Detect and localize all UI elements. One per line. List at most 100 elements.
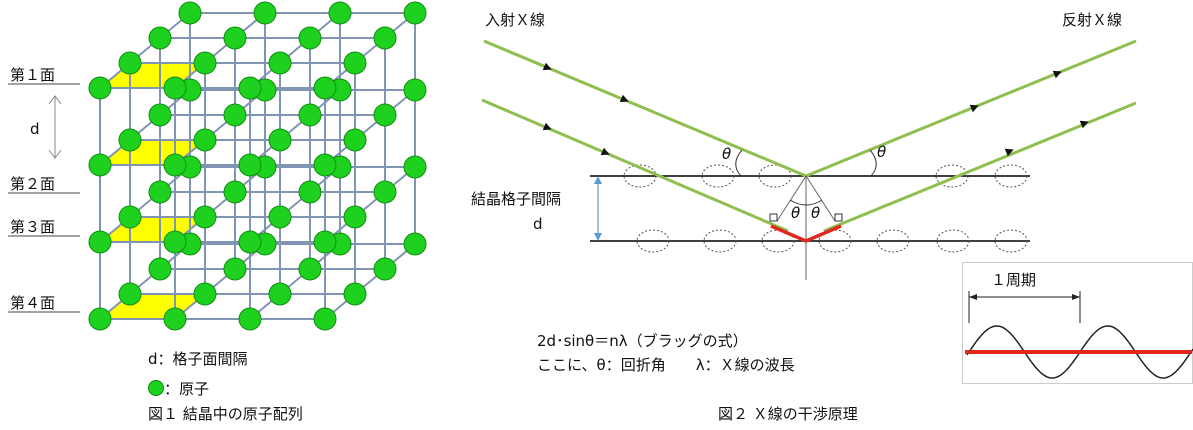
atom	[148, 103, 172, 127]
incident-xray-label: 入射Ｘ線	[485, 11, 546, 29]
legend-atom-text: ：原子	[164, 380, 210, 398]
perpendicular-left	[776, 175, 807, 222]
legend-spacing: d：格子面間隔	[148, 350, 248, 368]
atom	[298, 180, 322, 204]
theta-arc-right	[869, 149, 877, 177]
atom	[88, 153, 112, 177]
spacing-symbol-fig2: d	[533, 215, 543, 233]
atom	[163, 230, 187, 254]
atom	[223, 26, 247, 50]
atom	[148, 26, 172, 50]
ray-arrowhead	[542, 122, 552, 131]
crystal-lattice-diagram	[8, 1, 427, 331]
ray-arrowhead	[1052, 70, 1062, 79]
atom	[238, 153, 262, 177]
atom-site	[761, 229, 795, 253]
atom	[373, 103, 397, 127]
d-arrow-head-up	[594, 176, 602, 184]
atom-site	[818, 229, 852, 253]
atom	[193, 205, 217, 229]
atom-site	[936, 229, 970, 253]
atom	[298, 257, 322, 281]
atom	[163, 307, 187, 331]
theta-center-right-label: θ	[811, 204, 821, 222]
atom-site	[703, 229, 737, 253]
plane-3-label: 第３面	[10, 218, 56, 236]
figure1-caption: 図１ 結晶中の原子配列	[148, 405, 303, 423]
legend-atom: ：原子	[148, 380, 209, 397]
spacing-arrow-head-down	[48, 149, 62, 159]
atom-icon	[148, 380, 164, 396]
atom	[403, 78, 427, 102]
wave-period-inset: １周期	[962, 262, 1193, 384]
ray-arrowhead	[969, 104, 979, 113]
atom	[253, 1, 277, 25]
ray-arrowhead	[619, 94, 629, 103]
atom-site	[701, 164, 735, 188]
atom	[403, 232, 427, 256]
atom	[223, 103, 247, 127]
bragg-formula: 2d･sinθ＝nλ（ブラッグの式）	[537, 332, 748, 350]
atom	[118, 205, 142, 229]
atom	[373, 180, 397, 204]
atom	[88, 230, 112, 254]
ray-arrowhead	[1004, 148, 1014, 157]
atom-site	[636, 229, 670, 253]
plane-4-label: 第４面	[10, 294, 56, 312]
ray-arrowhead	[542, 62, 552, 71]
atom	[88, 76, 112, 100]
d-arrow-head-down	[594, 233, 602, 241]
theta-center-left-label: θ	[791, 204, 801, 222]
atom	[118, 51, 142, 75]
theta-arc-left	[735, 149, 743, 177]
atom	[148, 257, 172, 281]
plane-2-label: 第２面	[10, 175, 56, 193]
atom	[193, 51, 217, 75]
atom	[118, 282, 142, 306]
period-arrow-left	[969, 294, 977, 300]
theta-right-label: θ	[877, 143, 887, 161]
atom	[373, 26, 397, 50]
atom	[313, 307, 337, 331]
atom	[328, 1, 352, 25]
atom	[193, 128, 217, 152]
atom	[163, 76, 187, 100]
atom	[403, 1, 427, 25]
atom	[403, 155, 427, 179]
atom-site	[994, 229, 1028, 253]
atom	[223, 257, 247, 281]
period-label: １周期	[991, 271, 1037, 289]
bragg-definition: ここに、θ：回折角 λ：Ｘ線の波長	[537, 356, 795, 374]
theta-left-label: θ	[722, 145, 732, 163]
period-arrow-right	[1072, 294, 1080, 300]
atom	[163, 153, 187, 177]
atom	[343, 282, 367, 306]
atom-site	[994, 164, 1028, 188]
figure2-caption: 図２ Ｘ線の干渉原理	[718, 405, 858, 423]
atom	[118, 128, 142, 152]
plane-1-label: 第１面	[10, 66, 56, 84]
right-angle-mark	[834, 213, 843, 222]
xray-top	[483, 39, 1137, 178]
atom	[88, 307, 112, 331]
atom	[238, 230, 262, 254]
theta-arc-center	[789, 199, 823, 206]
right-angle-mark	[769, 213, 778, 222]
atom	[223, 180, 247, 204]
atom	[268, 282, 292, 306]
atom	[238, 76, 262, 100]
lattice-spacing-label: 結晶格子間隔	[471, 190, 562, 208]
xray-bottom-reflected	[823, 101, 1137, 233]
atom	[373, 257, 397, 281]
ray-arrowhead	[1079, 120, 1089, 129]
atom	[343, 51, 367, 75]
atom	[313, 153, 337, 177]
atom-site	[876, 229, 910, 253]
spacing-symbol-fig1: d	[30, 120, 40, 138]
reflected-xray-label: 反射Ｘ線	[1062, 11, 1123, 29]
spacing-arrow-head-up	[48, 95, 62, 105]
atom	[238, 307, 262, 331]
atom	[148, 180, 172, 204]
ray-arrowhead	[600, 147, 610, 156]
